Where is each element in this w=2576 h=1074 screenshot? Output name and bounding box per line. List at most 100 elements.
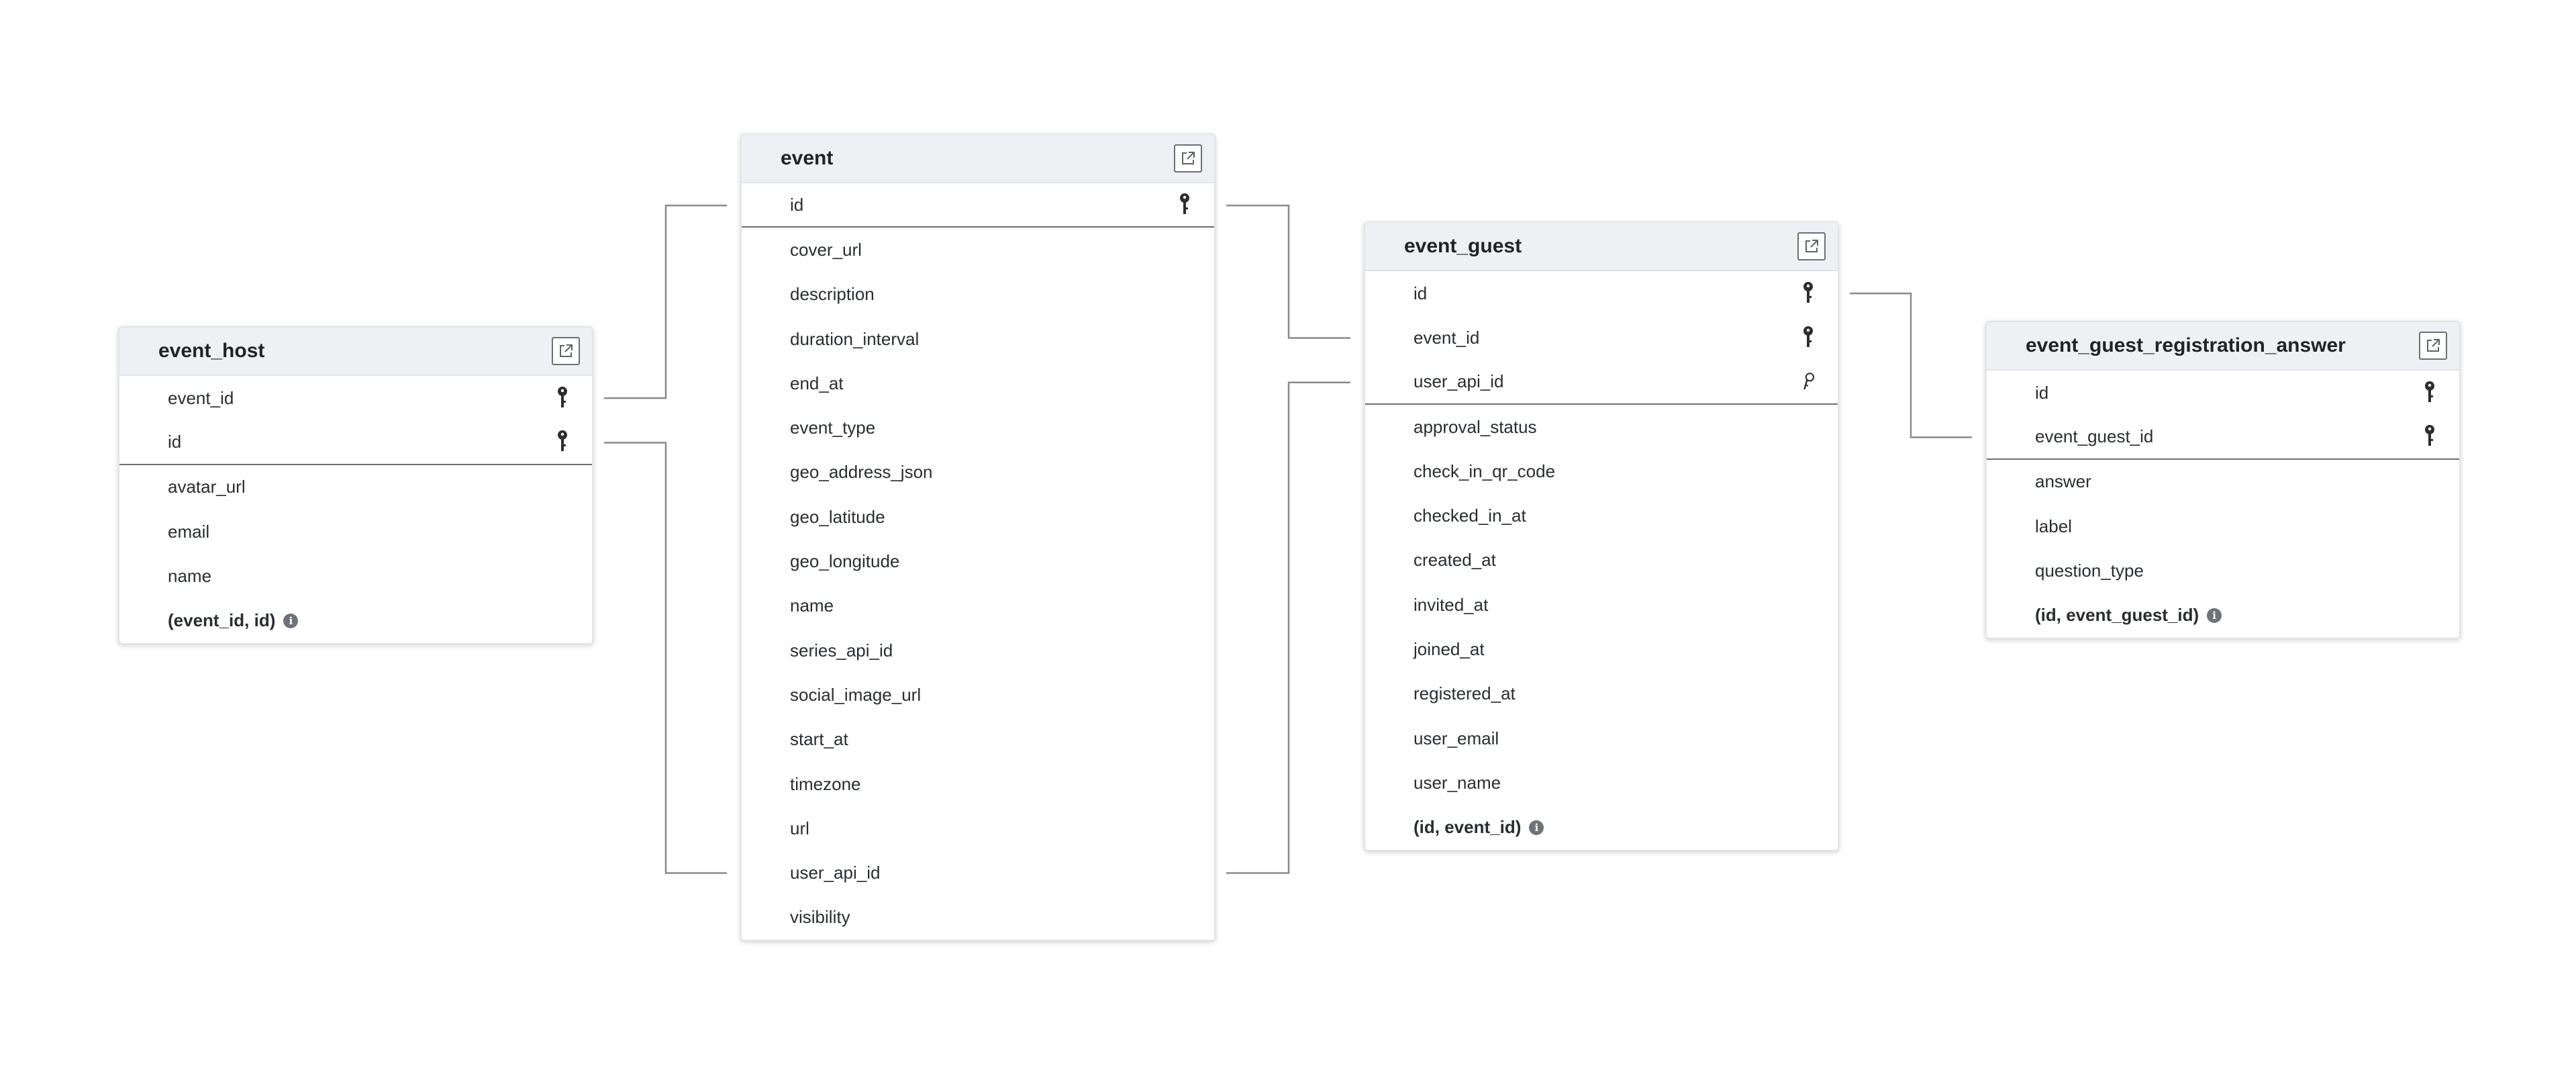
column-row[interactable]: series_api_id	[742, 628, 1214, 673]
composite-key-label: (event_id, id)	[168, 610, 276, 631]
column-name: approval_status	[1414, 416, 1537, 437]
column-row[interactable]: name	[742, 584, 1214, 628]
relation-line-event-host-id	[604, 442, 727, 874]
primary-key-icon	[1800, 326, 1816, 350]
external-link-icon	[2425, 338, 2441, 354]
table-header: event_guest	[1365, 223, 1838, 271]
column-name: event_id	[168, 387, 234, 408]
column-name: check_in_qr_code	[1414, 460, 1556, 481]
column-row[interactable]: end_at	[742, 361, 1214, 405]
open-table-button[interactable]	[2419, 332, 2447, 360]
column-row[interactable]: user_api_id	[1365, 360, 1838, 405]
column-name: duration_interval	[790, 328, 920, 349]
column-name: joined_at	[1414, 639, 1485, 660]
column-row[interactable]: checked_in_at	[1365, 493, 1838, 538]
column-name: url	[790, 818, 809, 838]
composite-key-label: (id, event_id)	[1414, 817, 1522, 838]
column-row[interactable]: user_email	[1365, 716, 1838, 761]
column-row[interactable]: start_at	[742, 718, 1214, 762]
open-table-button[interactable]	[552, 337, 580, 365]
external-link-icon	[1180, 150, 1196, 166]
column-row[interactable]: geo_latitude	[742, 495, 1214, 539]
primary-key-icon	[2422, 381, 2438, 405]
column-name: id	[168, 431, 182, 452]
column-name: id	[2035, 382, 2049, 403]
column-name: social_image_url	[790, 684, 922, 705]
column-row[interactable]: registered_at	[1365, 672, 1838, 716]
table-card-event[interactable]: event id cover_url description duration_inte…	[740, 134, 1216, 942]
relation-line-event-user-api-id	[1226, 381, 1350, 874]
column-name: user_name	[1414, 772, 1501, 793]
column-row[interactable]: approval_status	[1365, 405, 1838, 449]
column-row[interactable]: geo_address_json	[742, 450, 1214, 495]
column-row[interactable]: geo_longitude	[742, 539, 1214, 583]
column-row[interactable]: invited_at	[1365, 583, 1838, 627]
column-name: user_api_id	[1414, 371, 1504, 392]
external-link-icon	[1803, 238, 1820, 254]
column-row[interactable]: question_type	[1987, 548, 2459, 593]
table-title: event_host	[158, 340, 265, 362]
composite-key-row[interactable]: (event_id, id) i	[119, 598, 592, 642]
column-name: geo_latitude	[790, 506, 885, 527]
column-name: id	[790, 194, 804, 215]
column-row[interactable]: name	[119, 554, 592, 598]
column-name: id	[1414, 283, 1428, 303]
composite-key-row[interactable]: (id, event_guest_id) i	[1987, 593, 2459, 637]
column-row[interactable]: label	[1987, 504, 2459, 548]
column-row[interactable]: id	[1365, 271, 1838, 315]
column-name: visibility	[790, 907, 850, 928]
composite-key-row[interactable]: (id, event_id) i	[1365, 806, 1838, 850]
column-name: end_at	[790, 373, 844, 393]
column-row[interactable]: event_guest_id	[1987, 415, 2459, 460]
column-name: event_guest_id	[2035, 426, 2154, 446]
column-name: start_at	[790, 729, 848, 750]
column-row[interactable]: id	[119, 420, 592, 465]
column-name: name	[168, 565, 212, 586]
column-row[interactable]: check_in_qr_code	[1365, 449, 1838, 493]
column-row[interactable]: timezone	[742, 762, 1214, 806]
column-row[interactable]: user_name	[1365, 761, 1838, 805]
column-name: geo_longitude	[790, 551, 900, 572]
column-row[interactable]: joined_at	[1365, 627, 1838, 671]
column-name: geo_address_json	[790, 462, 933, 483]
relation-line-event-id	[1226, 204, 1350, 339]
table-header: event_guest_registration_answer	[1987, 322, 2459, 371]
composite-key-label: (id, event_guest_id)	[2035, 605, 2199, 626]
column-row[interactable]: answer	[1987, 460, 2459, 504]
column-name: description	[790, 284, 875, 305]
column-name: answer	[2035, 471, 2091, 492]
column-name: cover_url	[790, 239, 862, 260]
open-table-button[interactable]	[1797, 232, 1826, 260]
column-name: name	[790, 595, 834, 616]
column-row[interactable]: social_image_url	[742, 673, 1214, 717]
table-title: event	[781, 147, 834, 169]
column-row[interactable]: id	[742, 183, 1214, 228]
column-row[interactable]: avatar_url	[119, 465, 592, 509]
column-row[interactable]: description	[742, 273, 1214, 317]
primary-key-icon	[554, 386, 571, 410]
column-name: event_id	[1414, 327, 1480, 348]
open-table-button[interactable]	[1174, 144, 1202, 173]
info-icon[interactable]: i	[283, 613, 299, 628]
column-row[interactable]: user_api_id	[742, 850, 1214, 895]
column-row[interactable]: url	[742, 806, 1214, 850]
column-row[interactable]: duration_interval	[742, 317, 1214, 361]
external-link-icon	[558, 343, 574, 359]
info-icon[interactable]: i	[1529, 820, 1544, 835]
column-name: invited_at	[1414, 594, 1489, 615]
column-row[interactable]: id	[1987, 371, 2459, 415]
column-row[interactable]: event_id	[119, 376, 592, 420]
column-row[interactable]: created_at	[1365, 538, 1838, 583]
column-row[interactable]: event_type	[742, 405, 1214, 450]
relation-line-event-guest-id	[1850, 292, 1972, 438]
column-row[interactable]: visibility	[742, 895, 1214, 940]
column-name: timezone	[790, 773, 861, 794]
column-row[interactable]: cover_url	[742, 228, 1214, 272]
column-row[interactable]: event_id	[1365, 315, 1838, 360]
info-icon[interactable]: i	[2207, 607, 2222, 623]
column-name: email	[168, 521, 210, 542]
column-row[interactable]: email	[119, 509, 592, 554]
